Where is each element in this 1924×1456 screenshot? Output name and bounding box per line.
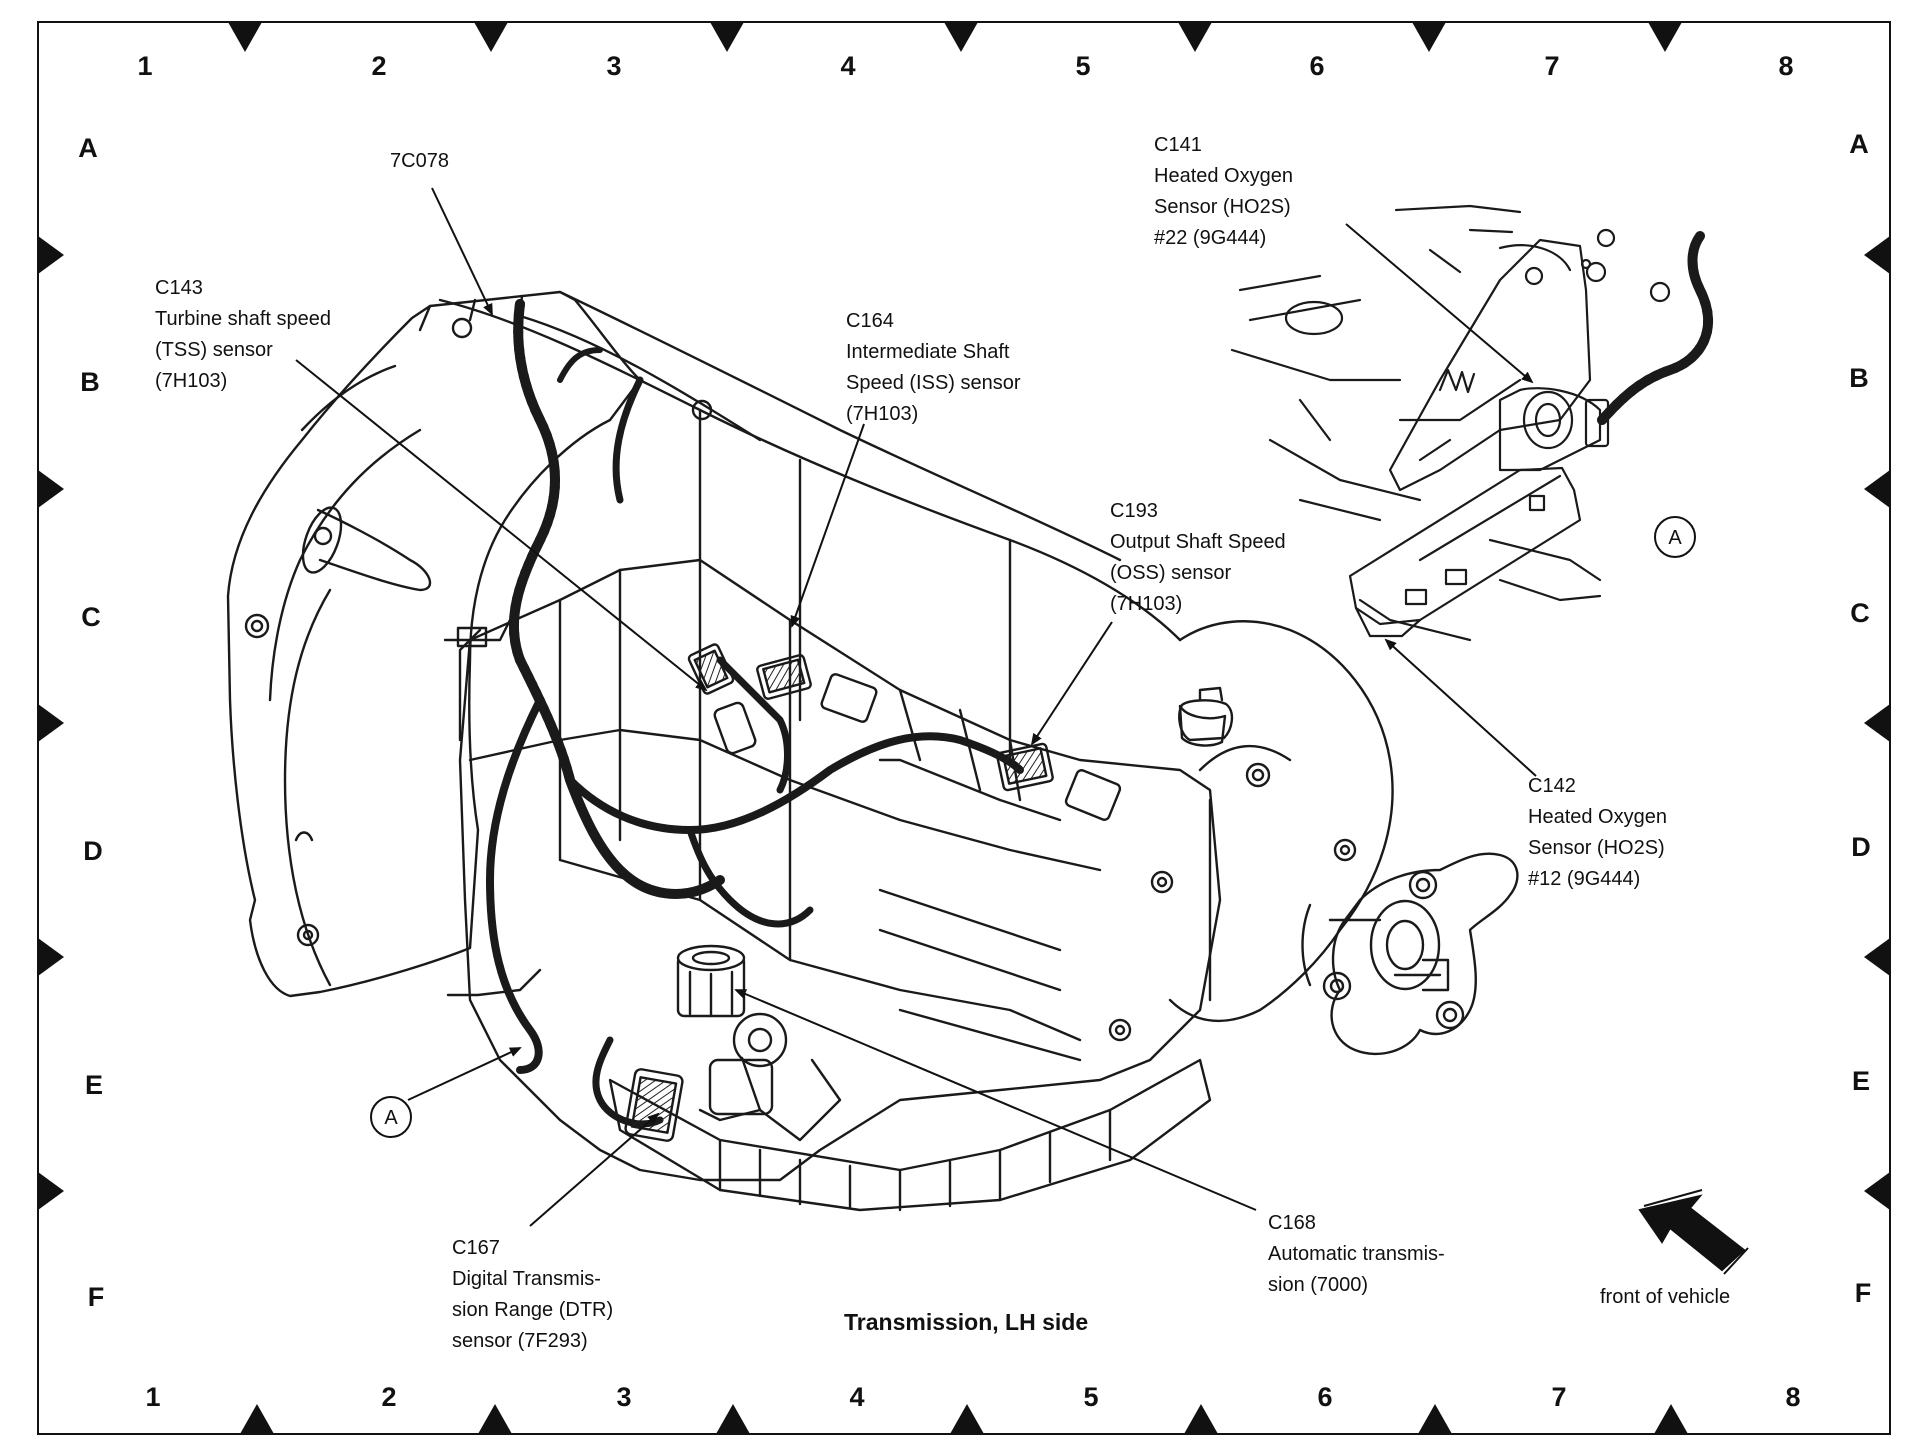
front-of-vehicle-indicator: front of vehicle: [1600, 1189, 1749, 1308]
front-of-vehicle-label: front of vehicle: [1600, 1286, 1730, 1308]
inset-marker-detail-label: A: [1668, 527, 1682, 549]
grid-row-a-right: A: [1849, 129, 1869, 159]
case-top-line: [438, 298, 1182, 642]
output-flange: [1301, 852, 1519, 1056]
leader-inset-a: [407, 1047, 522, 1101]
oil-pan: [608, 1058, 1212, 1212]
grid-col-2-top: 2: [371, 51, 386, 81]
grid-column-labels-top: 1 2 3 4 5 6 7 8: [137, 51, 1793, 81]
leader-c141: [1345, 223, 1534, 384]
grid-col-8-top: 8: [1778, 51, 1793, 81]
leader-c142: [1384, 638, 1537, 777]
dtr-sensor-body: [708, 1058, 774, 1116]
grid-row-c-right: C: [1850, 598, 1870, 628]
leader-7c078: [431, 187, 493, 316]
leader-c193: [1030, 621, 1113, 746]
grid-row-d-left: D: [83, 836, 103, 866]
grid-row-d-right: D: [1851, 832, 1871, 862]
tss-connector: [687, 643, 735, 695]
grid-col-3-top: 3: [606, 51, 621, 81]
leader-c164: [790, 423, 865, 628]
grid-col-8-bottom: 8: [1785, 1382, 1800, 1412]
grid-row-e-left: E: [85, 1070, 103, 1100]
oss-connector: [996, 742, 1054, 792]
grid-col-1-bottom: 1: [145, 1382, 160, 1412]
inset-bracket: [1388, 238, 1592, 492]
callout-c167: C167 Digital Transmis- sion Range (DTR) …: [452, 1237, 619, 1352]
callout-c143: C143 Turbine shaft speed (TSS) sensor (7…: [155, 277, 337, 392]
callout-c142: C142 Heated Oxygen Sensor (HO2S) #12 (9G…: [1528, 775, 1673, 890]
main-case: [458, 558, 1222, 1182]
bell-housing: [226, 290, 642, 998]
tss-sensor-body: [713, 701, 757, 755]
grid-row-c-left: C: [81, 602, 101, 632]
callout-c141: C141 Heated Oxygen Sensor (HO2S) #22 (9G…: [1154, 134, 1299, 249]
right-markers: [1864, 236, 1890, 1210]
border-markers: [38, 22, 1890, 1434]
callout-c168-connector: C168: [1268, 1212, 1316, 1234]
c142-connector: [1348, 466, 1582, 626]
grid-col-5-bottom: 5: [1083, 1382, 1098, 1412]
grid-col-3-bottom: 3: [616, 1382, 631, 1412]
top-markers: [228, 22, 1682, 52]
grid-row-b-right: B: [1849, 363, 1869, 393]
grid-col-4-bottom: 4: [849, 1382, 864, 1412]
grid-col-6-bottom: 6: [1317, 1382, 1332, 1412]
grid-col-7-top: 7: [1544, 51, 1559, 81]
grid-row-labels-left: A B C D E F: [78, 133, 104, 1312]
grid-row-labels-right: A B C D E F: [1849, 129, 1871, 1308]
grid-col-1-top: 1: [137, 51, 152, 81]
manual-lever: [698, 1012, 842, 1142]
extension-housing: [1168, 620, 1394, 1023]
transmission-illustration: [226, 290, 1519, 1212]
callout-c193-connector: C193: [1110, 500, 1158, 522]
grid-col-7-bottom: 7: [1551, 1382, 1566, 1412]
callout-c141-connector: C141: [1154, 134, 1202, 156]
inset-marker-detail: A: [1654, 516, 1696, 558]
bottom-markers: [240, 1404, 1688, 1434]
callout-c168: C168 Automatic transmis- sion (7000): [1268, 1212, 1450, 1296]
callout-c142-connector: C142: [1528, 775, 1576, 797]
leader-c167: [529, 1112, 660, 1227]
callout-c164-connector: C164: [846, 310, 894, 332]
grid-row-f-right: F: [1855, 1278, 1872, 1308]
grid-row-b-left: B: [80, 367, 100, 397]
iss-sensor-body: [820, 673, 878, 723]
grid-col-2-bottom: 2: [381, 1382, 396, 1412]
callout-c143-connector: C143: [155, 277, 203, 299]
wiring-harness: [485, 299, 1024, 1128]
dtr-connector: [624, 1068, 684, 1142]
oss-sensor-body: [1064, 769, 1122, 821]
diagram-caption: Transmission, LH side: [844, 1309, 1088, 1335]
callout-c193: C193 Output Shaft Speed (OSS) sensor (7H…: [1110, 500, 1291, 615]
callout-7c078: 7C078: [390, 150, 449, 172]
grid-row-e-right: E: [1852, 1066, 1870, 1096]
inset-marker-main: A: [370, 1096, 412, 1138]
leader-c168: [734, 989, 1257, 1211]
inset-marker-main-label: A: [384, 1107, 398, 1129]
callout-c164: C164 Intermediate Shaft Speed (ISS) sens…: [846, 310, 1026, 425]
grid-col-4-top: 4: [840, 51, 855, 81]
grid-col-5-top: 5: [1075, 51, 1090, 81]
left-markers: [38, 236, 64, 1210]
connectors: [624, 643, 1122, 1142]
leader-lines: [295, 187, 1537, 1227]
iss-connector: [756, 654, 812, 700]
callout-c167-connector: C167: [452, 1237, 500, 1259]
leader-c143: [295, 359, 708, 692]
grid-row-a-left: A: [78, 133, 98, 163]
grid-row-f-left: F: [88, 1282, 105, 1312]
front-arrow-icon: [1638, 1194, 1746, 1272]
grid-column-labels-bottom: 1 2 3 4 5 6 7 8: [145, 1382, 1800, 1412]
grid-col-6-top: 6: [1309, 51, 1324, 81]
ho2s-inset-illustration: [1230, 204, 1714, 642]
